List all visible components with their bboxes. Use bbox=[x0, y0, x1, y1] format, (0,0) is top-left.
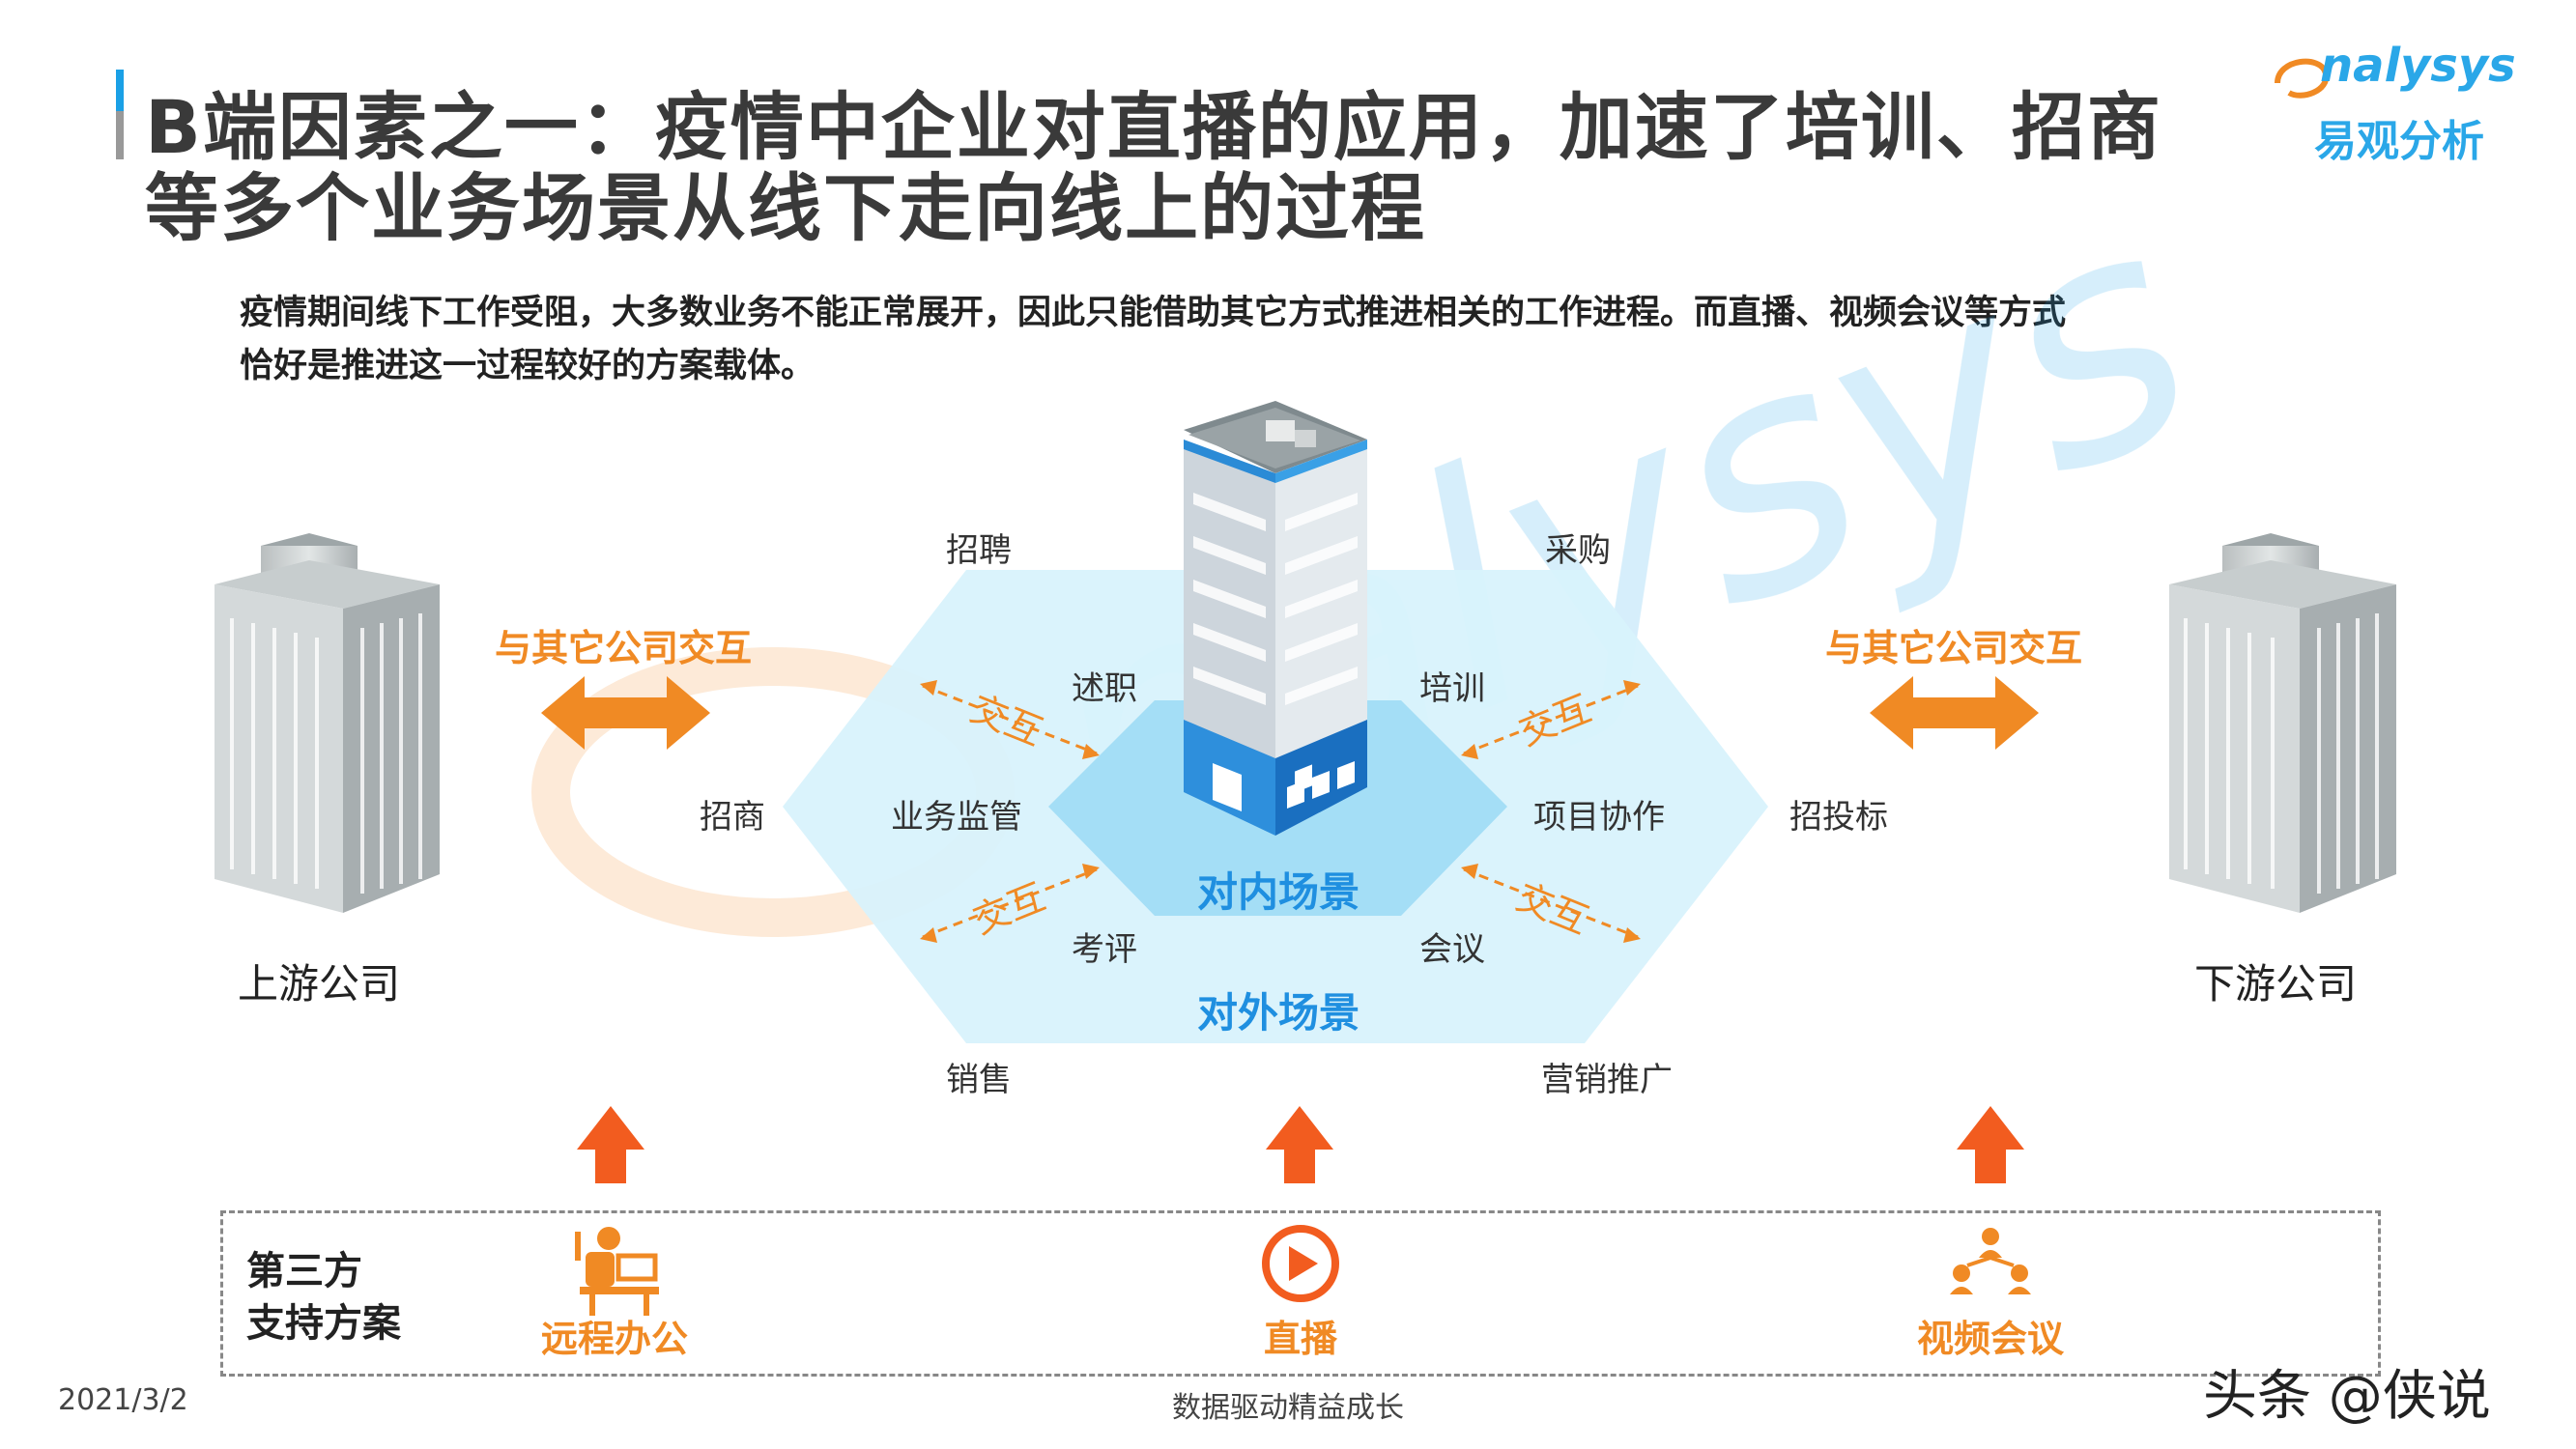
third-party-support-box bbox=[220, 1210, 2381, 1377]
support-title-line-1: 第三方 bbox=[246, 1249, 362, 1293]
outer-item-purchase: 采购 bbox=[1545, 531, 1611, 570]
analysys-logo: nalysys 易观分析 bbox=[2275, 39, 2527, 174]
outer-item-investment: 招商 bbox=[700, 798, 765, 837]
interact-other-companies-left: 与其它公司交互 bbox=[494, 627, 753, 669]
support-title-line-2: 支持方案 bbox=[246, 1301, 401, 1346]
description-line-1: 疫情期间线下工作受阻，大多数业务不能正常展开，因此只能借助其它方式推进相关的工作… bbox=[240, 294, 2067, 332]
video-meeting-icon bbox=[1950, 1228, 2031, 1294]
logo-swirl-icon bbox=[2275, 58, 2330, 99]
inner-item-collaboration: 项目协作 bbox=[1533, 798, 1665, 837]
inner-item-meeting: 会议 bbox=[1419, 930, 1485, 969]
outer-scene-label: 对外场景 bbox=[1196, 989, 1360, 1037]
support-up-arrows bbox=[577, 1106, 2024, 1183]
outer-item-bidding: 招投标 bbox=[1789, 798, 1888, 837]
left-exchange-arrow-icon bbox=[541, 676, 710, 750]
video-meeting-label: 视频会议 bbox=[1916, 1318, 2065, 1360]
inner-item-evaluation: 考评 bbox=[1072, 930, 1137, 969]
live-play-icon bbox=[1262, 1225, 1339, 1302]
page-title-line-2: 等多个业务场景从线下走向线上的过程 bbox=[145, 165, 1426, 251]
page-title-line-1: B端因素之一：疫情中企业对直播的应用，加速了培训、招商 bbox=[145, 84, 2162, 170]
right-exchange-arrow-icon bbox=[1870, 676, 2039, 750]
upstream-building-icon bbox=[215, 533, 440, 913]
inner-item-report: 述职 bbox=[1072, 669, 1137, 708]
interaction-dashed-arrows bbox=[922, 684, 1639, 939]
outer-item-recruit: 招聘 bbox=[946, 531, 1012, 570]
interaction-arrowheads bbox=[920, 680, 1641, 943]
footer-date: 2021/3/2 bbox=[58, 1383, 188, 1417]
logo-text-en: nalysys bbox=[2320, 39, 2516, 93]
inner-scene-label: 对内场景 bbox=[1196, 868, 1360, 916]
inner-item-training: 培训 bbox=[1419, 669, 1485, 708]
inner-item-supervision: 业务监管 bbox=[891, 798, 1022, 837]
source-watermark: 头条 @侠说 bbox=[2203, 1365, 2491, 1428]
title-accent-bar-gray bbox=[116, 111, 124, 159]
interact-other-companies-right: 与其它公司交互 bbox=[1824, 627, 2083, 669]
upstream-company-label: 上游公司 bbox=[237, 960, 401, 1008]
headquarters-building-icon bbox=[1184, 401, 1367, 836]
outer-item-sales: 销售 bbox=[946, 1061, 1012, 1099]
remote-office-label: 远程办公 bbox=[540, 1318, 689, 1360]
description-line-2: 恰好是推进这一过程较好的方案载体。 bbox=[240, 347, 816, 385]
footer-slogan: 数据驱动精益成长 bbox=[1172, 1391, 1404, 1425]
downstream-building-icon bbox=[2169, 533, 2396, 913]
live-stream-label: 直播 bbox=[1263, 1318, 1338, 1360]
logo-text-cn: 易观分析 bbox=[2314, 117, 2484, 166]
downstream-company-label: 下游公司 bbox=[2193, 960, 2358, 1008]
outer-item-marketing: 营销推广 bbox=[1541, 1061, 1673, 1099]
remote-office-icon bbox=[575, 1227, 659, 1316]
